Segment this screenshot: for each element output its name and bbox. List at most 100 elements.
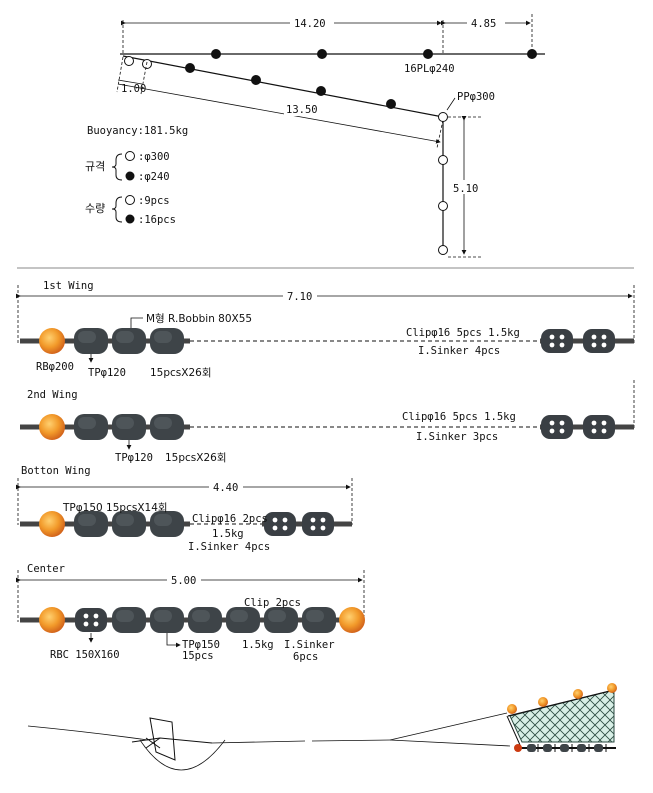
bottom-wing-section: Botton Wing 4.40 TPφ150 15pcsX14회 Clipφ1… — [16, 465, 353, 553]
dim-label-top-left: 14.20 — [294, 18, 326, 30]
sweep-line — [211, 740, 306, 744]
float-open — [438, 201, 448, 211]
wing-2-section: 2nd Wing TPφ120 15pcsX26회 Clipφ16 5pcs 1… — [20, 380, 635, 464]
wing-2-count-label: 15pcsX26회 — [165, 452, 226, 464]
dim-label-angle: 13.50 — [286, 104, 318, 116]
wing-2-clip-label: Clipφ16 5pcs 1.5kg — [402, 411, 516, 423]
rubber-ball — [39, 607, 65, 633]
net-float — [607, 683, 617, 693]
float-line-section: 14.20 4.85 16PLφ240 1.00 13.50 PPφ300 — [116, 14, 545, 258]
center-clip-label: Clip 2pcs — [244, 597, 301, 609]
center-section: Center 5.00 Clip 2pcs RBC 150X160 TPφ150… — [16, 563, 365, 663]
wing-1-rb-label: RBφ200 — [36, 361, 74, 373]
bobbin — [188, 607, 222, 633]
wing-1-length: 7.10 — [287, 291, 312, 303]
wing-2-sinker-label: I.Sinker 3pcs — [416, 431, 498, 443]
net-float — [538, 697, 548, 707]
qty-open: :9pcs — [138, 195, 170, 207]
legend-open-icon — [125, 195, 135, 205]
qty-label: 수량 — [85, 202, 105, 215]
float-filled — [185, 63, 195, 73]
rubber-ball — [39, 511, 65, 537]
bottom-wing-clip-label: Clipφ16 2pcs — [192, 513, 268, 525]
otter-board — [149, 717, 176, 761]
center-tp-label: TPφ150 — [182, 639, 220, 651]
bobbin — [74, 511, 108, 537]
wing-1-tp-label: TPφ120 — [88, 367, 126, 379]
float-small-label: 16PLφ240 — [404, 63, 455, 75]
rubber-ball — [339, 607, 365, 633]
wing-2-tp-label: TPφ120 — [115, 452, 153, 464]
center-sinker-label: I.Sinker — [284, 639, 335, 651]
bobbin — [264, 607, 298, 633]
dim-label-vertical: 5.10 — [453, 183, 478, 195]
spec-filled: :φ240 — [138, 171, 170, 183]
dim-label-small: 1.00 — [121, 83, 146, 95]
legend: Buoyancy:181.5kg 규격 :φ300 :φ240 수량 :9pcs… — [85, 125, 188, 226]
ground-rope-line — [389, 739, 511, 747]
wing-1-section: 1st Wing 7.10 M형 R.Bobbin 80X55 RBφ200 T… — [16, 267, 635, 379]
sinker — [541, 415, 573, 439]
float-filled — [251, 75, 261, 85]
center-rbc-label: RBC 150X160 — [50, 649, 120, 661]
float-large-label: PPφ300 — [457, 91, 495, 103]
center-sinker-count: 6pcs — [293, 651, 318, 663]
float-filled — [527, 49, 537, 59]
bobbin — [150, 414, 184, 440]
float-filled — [423, 49, 433, 59]
head-rope-line — [389, 712, 508, 741]
bobbin — [150, 607, 184, 633]
net-float — [507, 704, 517, 714]
legend-filled-icon — [125, 171, 135, 181]
rubber-ball — [39, 414, 65, 440]
bottom-wing-sinker-label: I.Sinker 4pcs — [188, 541, 270, 553]
sinker — [264, 512, 296, 536]
center-title: Center — [27, 563, 65, 575]
wing-2-title: 2nd Wing — [27, 389, 78, 401]
bobbin — [112, 328, 146, 354]
legend-open-icon — [125, 151, 135, 161]
wing-1-clip-label: Clipφ16 5pcs 1.5kg — [406, 327, 520, 339]
sinker — [583, 329, 615, 353]
sinker — [583, 415, 615, 439]
wing-1-title: 1st Wing — [43, 280, 94, 292]
bottom-wing-title: Botton Wing — [21, 465, 91, 477]
center-weight-label: 1.5kg — [242, 639, 274, 651]
float-filled — [211, 49, 221, 59]
wing-1-bobbin-label: M형 R.Bobbin 80X55 — [146, 313, 252, 325]
net-float — [573, 689, 583, 699]
sweep-line — [311, 739, 391, 742]
qty-filled: :16pcs — [138, 214, 176, 226]
bottom-wing-weight-label: 1.5kg — [212, 528, 244, 540]
buoyancy-text: Buoyancy:181.5kg — [87, 125, 188, 137]
float-filled — [386, 99, 396, 109]
wing-1-count-label: 15pcsX26회 — [150, 367, 211, 379]
sinker — [75, 608, 107, 632]
dim-line-angle — [117, 83, 441, 144]
float-open — [124, 56, 134, 66]
bobbin — [74, 414, 108, 440]
bobbin — [74, 328, 108, 354]
bobbin — [302, 607, 336, 633]
center-length: 5.00 — [171, 575, 196, 587]
dim-label-top-right: 4.85 — [471, 18, 496, 30]
wing-rope — [122, 55, 444, 118]
bobbin — [112, 414, 146, 440]
bottom-wing-tp-label: TPφ150 15pcsX14회 — [62, 502, 168, 514]
spec-label: 규격 — [85, 160, 105, 173]
ground-ball — [514, 744, 522, 752]
float-filled — [317, 49, 327, 59]
center-tp-count: 15pcs — [182, 650, 214, 662]
float-open — [438, 155, 448, 165]
rubber-ball — [39, 328, 65, 354]
trawl-gear-sketch — [27, 683, 617, 771]
wing-1-sinker-label: I.Sinker 4pcs — [418, 345, 500, 357]
bottom-wing-length: 4.40 — [213, 482, 238, 494]
bobbin — [226, 607, 260, 633]
warp-line — [27, 725, 149, 741]
bobbin — [112, 511, 146, 537]
bobbin — [112, 607, 146, 633]
legend-filled-icon — [125, 214, 135, 224]
